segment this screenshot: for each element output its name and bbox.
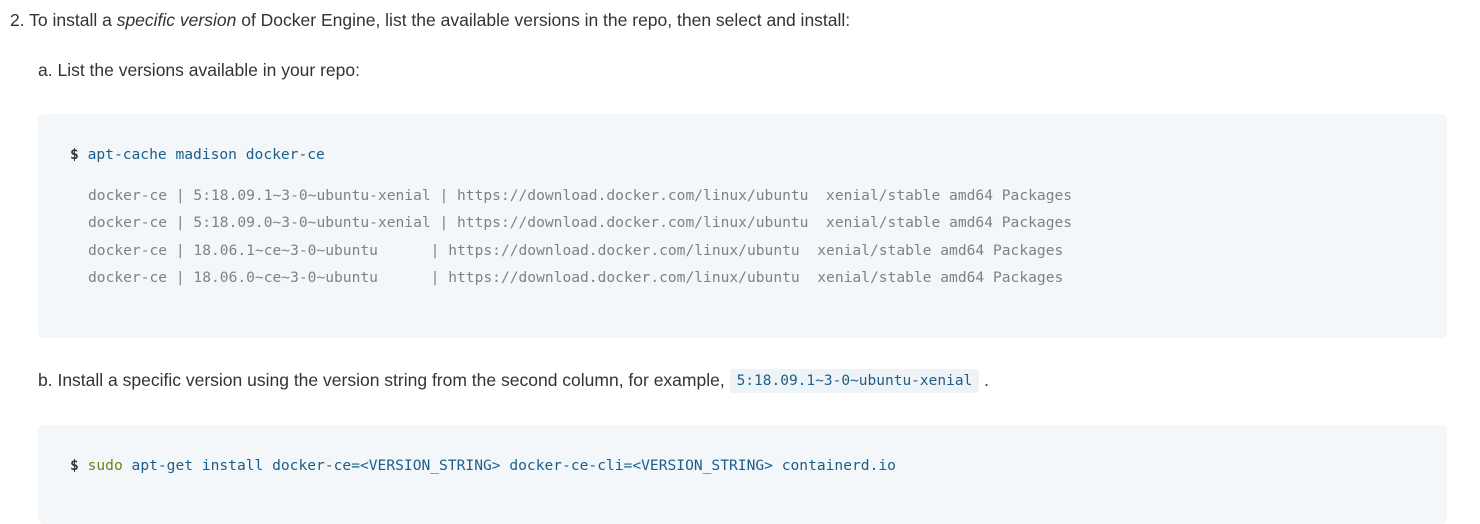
output-line: docker-ce | 18.06.0~ce~3-0~ubuntu | http…	[88, 269, 1064, 286]
command-output: docker-ce | 5:18.09.1~3-0~ubuntu-xenial …	[70, 182, 1447, 292]
substep-b-text-after-code: .	[979, 370, 990, 390]
shell-prompt: $	[70, 146, 79, 163]
command-text: apt-cache madison docker-ce	[87, 146, 325, 163]
output-line: docker-ce | 5:18.09.1~3-0~ubuntu-xenial …	[88, 186, 1073, 204]
command-keyword: sudo	[87, 457, 123, 474]
substep-b-text-before-code: b. Install a specific version using the …	[38, 370, 730, 390]
output-line: docker-ce | 18.06.1~ce~3-0~ubuntu | http…	[88, 241, 1064, 259]
command-text: apt-get install docker-ce=<VERSION_STRIN…	[122, 457, 896, 474]
inline-code-version-string: 5:18.09.1~3-0~ubuntu-xenial	[729, 369, 980, 393]
code-block-install-version[interactable]: $ sudo apt-get install docker-ce=<VERSIO…	[38, 425, 1447, 524]
step-text-before-emphasis: To install a	[24, 10, 117, 30]
step-emphasis: specific version	[116, 10, 237, 30]
substep-b-label: b. Install a specific version using the …	[38, 367, 989, 393]
output-line: docker-ce | 5:18.09.0~3-0~ubuntu-xenial …	[88, 214, 1073, 231]
code-block-list-versions[interactable]: $ apt-cache madison docker-ce docker-ce …	[38, 114, 1447, 338]
substep-a-label: a. List the versions available in your r…	[38, 60, 360, 80]
code-blank-line	[70, 169, 1447, 182]
shell-prompt: $	[70, 457, 79, 474]
step-text-after-emphasis: of Docker Engine, list the available ver…	[236, 10, 851, 30]
step-number: 2.	[10, 10, 25, 30]
code-command-line: $ sudo apt-get install docker-ce=<VERSIO…	[70, 452, 1447, 480]
code-command-line: $ apt-cache madison docker-ce	[70, 141, 1447, 169]
step-2-text: 2. To install a specific version of Dock…	[10, 7, 850, 33]
